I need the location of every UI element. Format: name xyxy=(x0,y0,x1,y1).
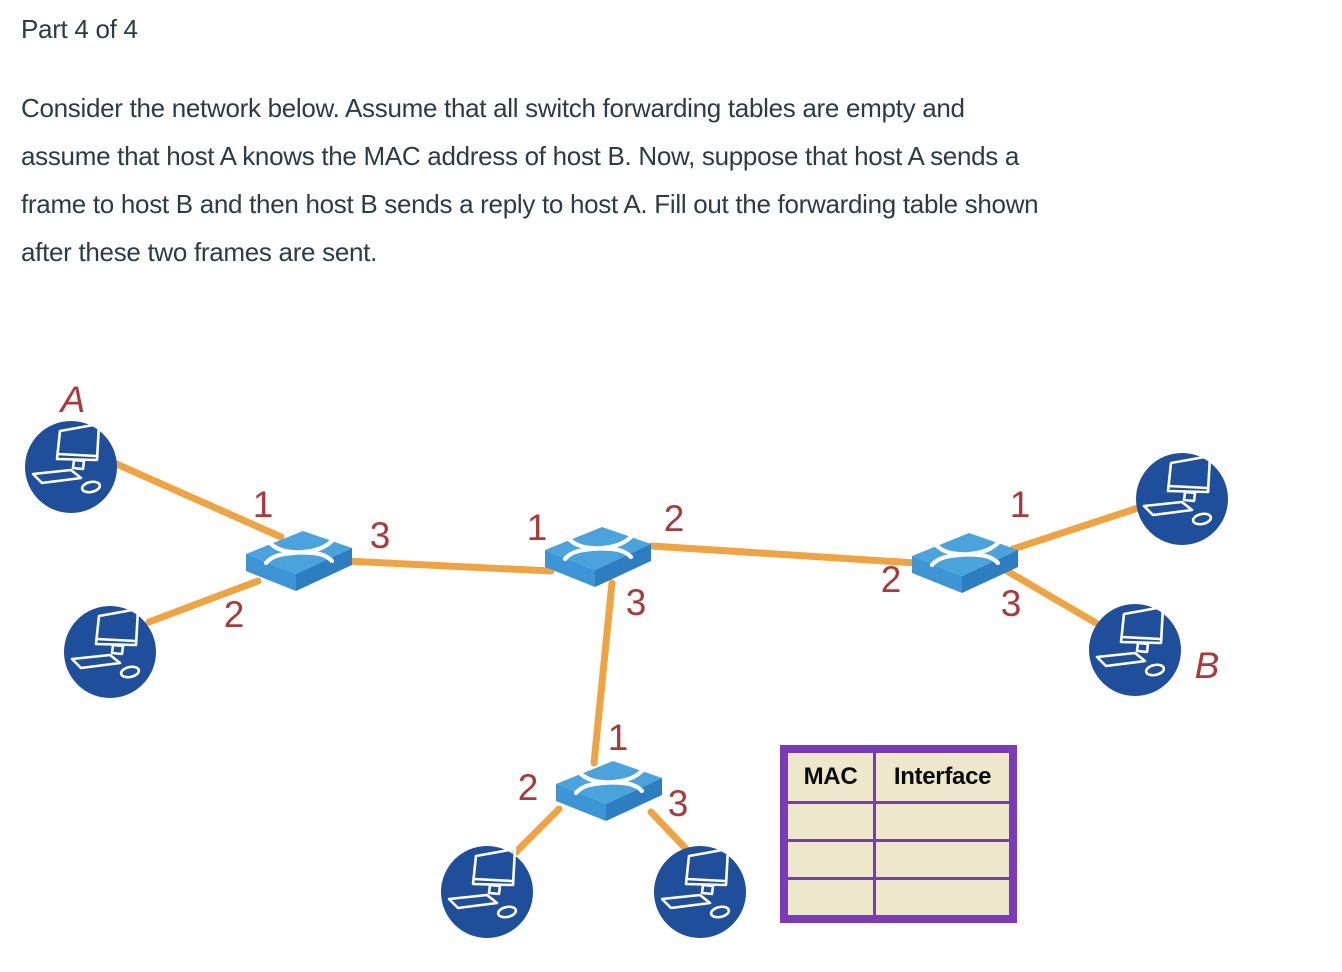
question-line-2: assume that host A knows the MAC address… xyxy=(21,141,1020,171)
switch-bottom xyxy=(556,761,662,821)
forwarding-table-cell-mac-row1 xyxy=(788,804,873,839)
switch-left-port-1: 1 xyxy=(253,484,274,525)
link-switchbottom-hostbottomright xyxy=(647,808,693,856)
question-line-4: after these two frames are sent. xyxy=(21,237,378,267)
link-switchbottom-hostbottomleft xyxy=(512,805,563,856)
forwarding-table-header-interface: Interface xyxy=(876,753,1009,801)
part-title: Part 4 of 4 xyxy=(21,14,138,44)
link-switchright-hosttopright xyxy=(1009,503,1145,553)
forwarding-table-cell-mac-row2 xyxy=(788,842,873,877)
switch-left-port-2: 2 xyxy=(224,594,245,635)
host-b-label: B xyxy=(1195,645,1220,686)
switch-right-port-3: 3 xyxy=(1001,583,1022,624)
host-a-circle xyxy=(25,421,117,513)
forwarding-table-cell-interface-row2 xyxy=(876,842,1009,877)
forwarding-table-cell-interface-row3 xyxy=(876,880,1009,915)
host-top-right xyxy=(1136,453,1228,545)
host-bottom-right-circle xyxy=(654,846,746,938)
question-text: Consider the network below. Assume that … xyxy=(21,84,1331,276)
link-hosta-switchleft xyxy=(108,458,285,541)
question-line-3: frame to host B and then host B sends a … xyxy=(21,189,1039,219)
host-a-label: A xyxy=(59,379,86,420)
switch-middle-port-1: 1 xyxy=(527,507,548,548)
host-bottom-left xyxy=(441,846,533,938)
switch-right-port-2: 2 xyxy=(881,559,902,600)
host-b xyxy=(1089,604,1181,696)
switch-middle xyxy=(545,527,651,587)
switch-middle-port-3: 3 xyxy=(626,582,647,623)
forwarding-table-cell-interface-row1 xyxy=(876,804,1009,839)
switch-left-port-3: 3 xyxy=(370,515,391,556)
forwarding-table-header-mac: MAC xyxy=(788,753,873,801)
link-switchmiddle-switchbottom xyxy=(590,579,616,767)
host-bottom-right xyxy=(654,846,746,938)
host-bottom-left-circle xyxy=(441,846,533,938)
link-switchright-hostb xyxy=(1003,567,1100,627)
link-switchleft-switchmiddle xyxy=(341,557,555,575)
host-left-lower-circle xyxy=(64,606,156,698)
host-b-circle xyxy=(1089,604,1181,696)
link-switchmiddle-switchright xyxy=(647,542,920,567)
question-line-1: Consider the network below. Assume that … xyxy=(21,93,965,123)
switch-bottom-port-1: 1 xyxy=(608,717,629,758)
host-top-right-circle xyxy=(1136,453,1228,545)
network-links xyxy=(108,458,1145,856)
link-hostleftlower-switchleft xyxy=(145,577,262,626)
host-left-lower xyxy=(64,606,156,698)
switch-middle-port-2: 2 xyxy=(664,498,685,539)
forwarding-table-cell-mac-row3 xyxy=(788,880,873,915)
switch-bottom-port-2: 2 xyxy=(518,767,539,808)
switch-bottom-port-3: 3 xyxy=(668,783,689,824)
switch-left xyxy=(246,531,352,591)
switch-right-port-1: 1 xyxy=(1010,484,1031,525)
host-a xyxy=(25,421,117,513)
forwarding-table: MAC Interface xyxy=(780,745,1017,923)
